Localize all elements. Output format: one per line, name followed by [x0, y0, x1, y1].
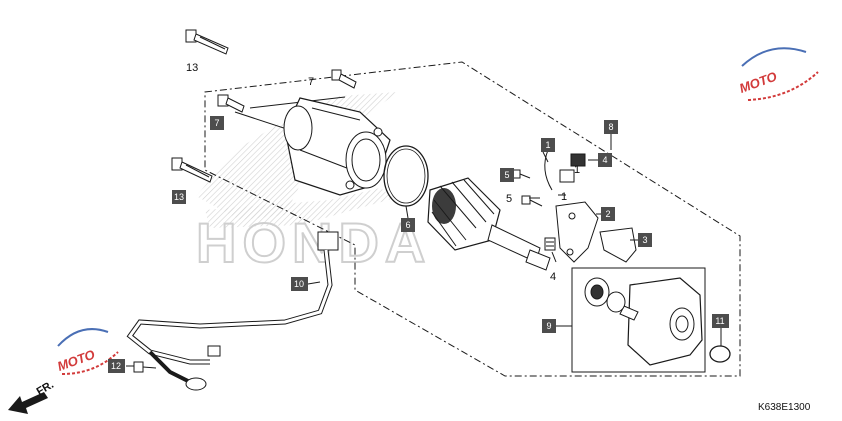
logo-text-top: MOTO [737, 69, 779, 96]
bolt-12[interactable] [133, 361, 157, 373]
watermark-text: HONDA [196, 211, 431, 274]
arrow-icon [8, 392, 48, 414]
assembly-outline [204, 61, 741, 377]
bolt-7-left[interactable] [217, 94, 245, 113]
screw-5-upper[interactable] [511, 169, 531, 179]
svg-text:13: 13 [174, 192, 184, 202]
callout-1-upper: 1 [574, 164, 580, 176]
svg-text:8: 8 [608, 122, 613, 132]
o-ring-6[interactable] [383, 145, 429, 207]
motor-case[interactable] [283, 97, 391, 196]
callout-box-2[interactable]: 2 [601, 207, 615, 221]
screw-5-lower[interactable] [521, 195, 543, 207]
svg-text:6: 6 [405, 220, 410, 230]
rear-cover[interactable] [619, 277, 703, 366]
svg-text:2: 2 [605, 209, 610, 219]
callout-box-9[interactable]: 9 [542, 319, 556, 333]
callout-7-top: 7 [308, 76, 314, 88]
starter-cable[interactable] [126, 231, 339, 391]
svg-text:3: 3 [642, 235, 647, 245]
boxed-callouts: 7 13 6 8 1 5 4 2 3 10 9 11 12 [108, 116, 729, 373]
svg-text:4: 4 [602, 155, 607, 165]
svg-text:12: 12 [111, 361, 121, 371]
logo-text-bottom: MOTO [55, 347, 97, 374]
svg-text:10: 10 [294, 279, 304, 289]
callout-box-11[interactable]: 11 [712, 314, 729, 328]
leader-6 [405, 205, 409, 219]
o-ring-11[interactable] [709, 345, 731, 363]
insulator-plate[interactable] [599, 227, 637, 263]
carbon-brush-top[interactable] [544, 149, 586, 191]
front-arrow: FR. [8, 379, 56, 414]
armature[interactable] [427, 177, 551, 271]
moto-logo: MOTO [737, 47, 819, 101]
bolt-13-top[interactable] [185, 29, 229, 55]
leader-lines [126, 134, 722, 367]
bearing[interactable] [584, 277, 626, 313]
callout-box-1[interactable]: 1 [541, 138, 555, 152]
callout-box-8[interactable]: 8 [604, 120, 618, 134]
front-label: FR. [35, 379, 56, 398]
callout-5-lower: 5 [506, 193, 512, 205]
svg-text:11: 11 [715, 316, 724, 326]
callout-1-lower: 1 [561, 191, 567, 203]
callout-box-13[interactable]: 13 [172, 190, 186, 204]
diagram-code: K638E1300 [758, 402, 811, 413]
svg-text:5: 5 [504, 170, 509, 180]
callout-box-4[interactable]: 4 [598, 153, 612, 167]
callout-box-3[interactable]: 3 [638, 233, 652, 247]
svg-text:9: 9 [546, 321, 551, 331]
brush-spring[interactable] [544, 237, 556, 251]
callout-box-5[interactable]: 5 [500, 168, 514, 182]
callout-box-10[interactable]: 10 [291, 277, 308, 291]
brush-holder[interactable] [555, 201, 599, 263]
bolt-7-upper[interactable] [331, 69, 357, 89]
callout-box-6[interactable]: 6 [401, 218, 415, 232]
callout-13-top: 13 [186, 62, 198, 74]
svg-text:7: 7 [214, 118, 219, 128]
callout-4-lower: 4 [550, 271, 556, 283]
callout-box-12[interactable]: 12 [108, 359, 125, 373]
callout-box-7[interactable]: 7 [210, 116, 224, 130]
bolt-13-middle[interactable] [171, 157, 213, 183]
svg-text:1: 1 [545, 140, 550, 150]
